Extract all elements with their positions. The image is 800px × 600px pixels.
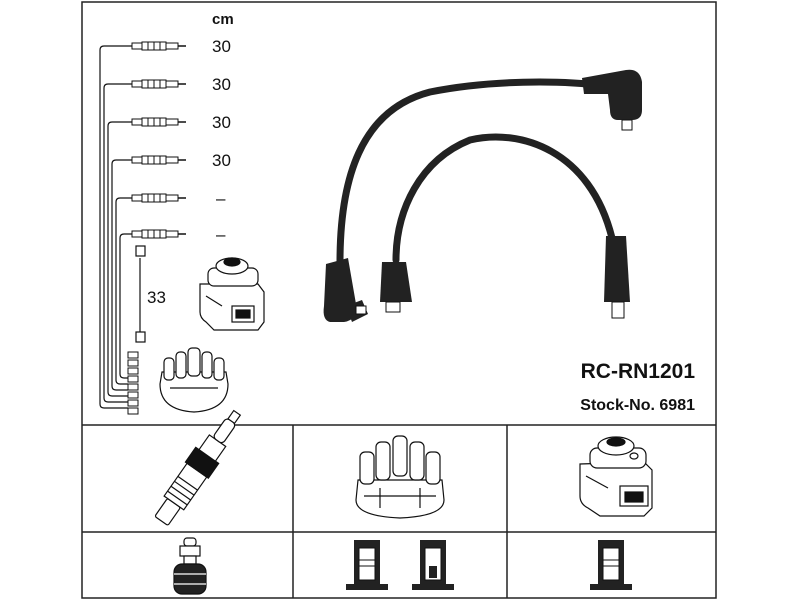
lead-connector-2 xyxy=(131,79,187,89)
lead-connector-1 xyxy=(131,41,187,51)
ignition-cable-short xyxy=(380,133,630,319)
unit-label: cm xyxy=(212,11,234,28)
distributor-cap-icon xyxy=(355,435,445,519)
lead-length-3: 30 xyxy=(212,113,231,132)
spark-plug-icon xyxy=(154,409,242,526)
distributor-end-terminals xyxy=(127,351,139,415)
lead-length-5: – xyxy=(216,189,226,208)
lead-connector-3 xyxy=(131,117,187,127)
distributor-cap-small-icon xyxy=(159,347,229,413)
coil-lead-length: 33 xyxy=(147,288,166,307)
ignition-coil-small-icon xyxy=(199,257,265,331)
ignition-cable-long xyxy=(323,69,642,322)
plug-boot-straight-icon xyxy=(173,537,207,595)
lead-length-4: 30 xyxy=(212,151,231,170)
lead-connector-6 xyxy=(131,229,187,239)
outer-frame xyxy=(81,1,717,599)
lead-connector-5 xyxy=(131,193,187,203)
lead-connector-4 xyxy=(131,155,187,165)
distributor-terminal-icon-1 xyxy=(346,540,388,590)
product-code: RC-RN1201 xyxy=(581,360,696,383)
lead-length-1: 30 xyxy=(212,37,231,56)
ignition-coil-icon xyxy=(579,436,653,517)
lead-length-6: – xyxy=(216,225,226,244)
lead-length-2: 30 xyxy=(212,75,231,94)
distributor-terminal-icon-2 xyxy=(412,540,454,590)
lead-schematic xyxy=(99,45,146,409)
coil-terminal-icon xyxy=(590,540,632,590)
stock-number: Stock-No. 6981 xyxy=(580,397,695,414)
